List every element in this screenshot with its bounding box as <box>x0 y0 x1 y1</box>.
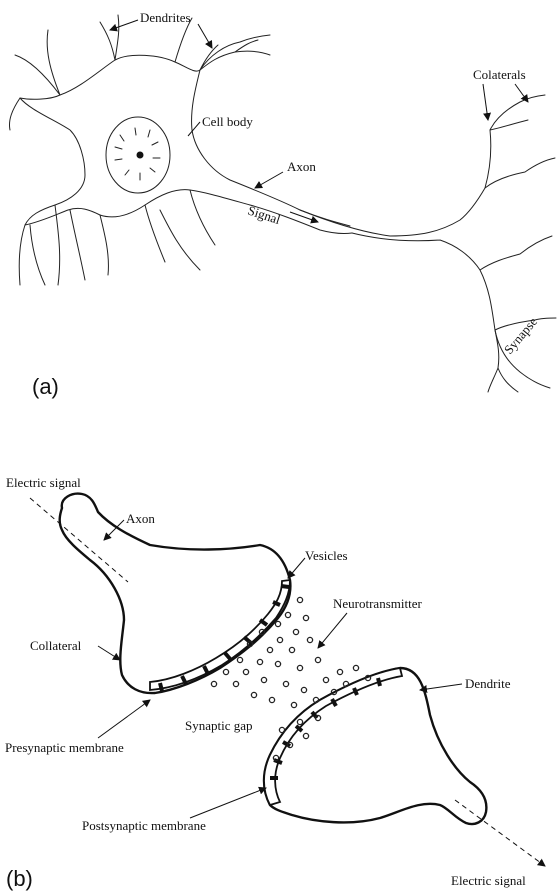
cell-body-outline <box>20 51 352 233</box>
panel-b-synapse: Electric signal Axon Vesicles Neurotrans… <box>5 475 545 891</box>
label-dendrite-b: Dendrite <box>465 676 511 691</box>
label-electric-signal-out: Electric signal <box>451 873 526 888</box>
label-signal: Signal <box>246 203 283 228</box>
arrow-dendrites-right <box>198 24 212 48</box>
arrow-axon <box>255 172 283 188</box>
arrow-colaterals-right <box>515 84 528 102</box>
label-synaptic-gap: Synaptic gap <box>185 718 253 733</box>
arrow-colaterals-left <box>483 84 488 120</box>
arrow-dendrites-left <box>110 20 138 30</box>
presynaptic-membrane-band <box>150 580 290 690</box>
label-postsynaptic-membrane: Postsynaptic membrane <box>82 818 206 833</box>
signal-out-path <box>455 800 545 866</box>
label-collateral: Collateral <box>30 638 82 653</box>
nucleolus <box>137 152 144 159</box>
arrow-vesicles <box>288 558 305 578</box>
label-colaterals: Colaterals <box>473 67 526 82</box>
label-dendrites: Dendrites <box>140 10 191 25</box>
panel-b-tag: (b) <box>6 866 33 891</box>
label-neurotransmitter: Neurotransmitter <box>333 596 422 611</box>
label-synapse: Synapse <box>501 314 540 357</box>
arrow-collateral <box>98 646 120 660</box>
label-electric-signal-in: Electric signal <box>6 475 81 490</box>
label-vesicles: Vesicles <box>305 548 348 563</box>
line-cell-body <box>188 122 200 136</box>
arrow-presynaptic-membrane <box>98 700 150 738</box>
arrow-postsynaptic-membrane <box>190 788 266 818</box>
postsynaptic-membrane-band <box>264 668 402 805</box>
panel-a-tag: (a) <box>32 374 59 399</box>
signal-in-path <box>30 498 128 582</box>
panel-a-neuron: Dendrites Cell body Axon Signal Colatera… <box>9 10 556 399</box>
presynaptic-terminal <box>60 494 291 693</box>
arrow-neurotransmitter <box>318 613 347 648</box>
arrow-signal <box>290 212 318 222</box>
label-axon: Axon <box>287 159 316 174</box>
arrow-dendrite-b <box>420 684 462 690</box>
label-presynaptic-membrane: Presynaptic membrane <box>5 740 124 755</box>
label-axon-b: Axon <box>126 511 155 526</box>
label-cell-body: Cell body <box>202 114 253 129</box>
postsynaptic-terminal <box>264 668 486 824</box>
